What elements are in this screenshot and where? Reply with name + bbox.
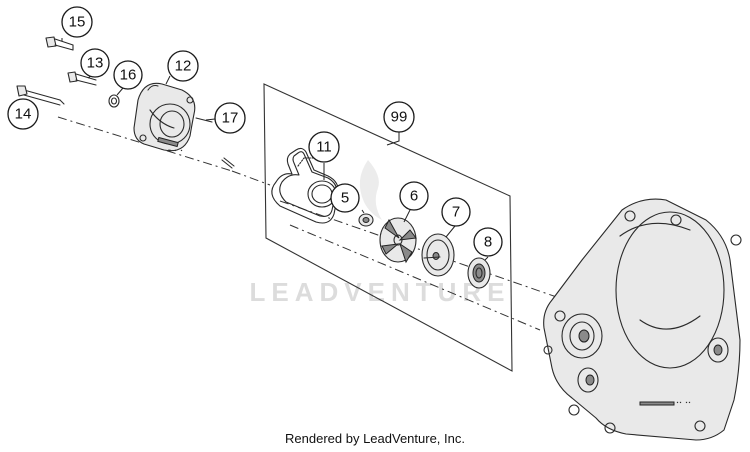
callout-15-label: 15: [69, 14, 86, 31]
dowel-pin-part-17: [195, 117, 235, 169]
bolt-part-15: [45, 36, 74, 51]
callout-13: 13: [80, 48, 110, 78]
callout-7-label: 7: [452, 204, 460, 221]
callout-14: 14: [7, 98, 39, 130]
callout-12: 12: [167, 50, 199, 82]
callout-6: 6: [399, 181, 429, 211]
callout-12-label: 12: [175, 58, 192, 75]
watermark: LEADVENTURE: [249, 160, 510, 307]
callout-8: 8: [473, 227, 503, 257]
callout-11-label: 11: [316, 139, 332, 156]
callout-17-label: 17: [222, 110, 239, 127]
nut-part-5: [358, 213, 374, 227]
callout-7: 7: [441, 197, 471, 227]
gasket-part-11: [271, 147, 339, 224]
long-bolt-part-14: [16, 85, 65, 106]
render-credit-footer: Rendered by LeadVenture, Inc.: [285, 431, 465, 446]
callout-16: 16: [113, 60, 143, 90]
watermark-text: LEADVENTURE: [249, 277, 510, 307]
callout-14-label: 14: [15, 106, 32, 123]
kit-group-outline: [263, 83, 513, 372]
cover-casting-mark: ≡ ▪ ▪: [168, 148, 183, 154]
shaft-seal-part-8: [467, 257, 491, 289]
leader-lines: [61, 38, 489, 261]
callout-5: 5: [330, 183, 360, 213]
engine-side-cover: ▪▪ ▪▪: [543, 198, 742, 441]
callout-5-label: 5: [341, 190, 349, 207]
callout-99: 99: [383, 101, 415, 133]
callout-17: 17: [214, 102, 246, 134]
cover-casting-code: ▪▪ ▪▪: [676, 400, 691, 406]
callout-8-label: 8: [484, 234, 492, 251]
bolt-part-13: [67, 71, 97, 86]
water-pump-cover-part-12: ≡ ▪ ▪: [133, 82, 196, 154]
callout-99-label: 99: [391, 109, 408, 126]
seal-plate-part-7: [421, 233, 455, 277]
callout-13-label: 13: [87, 55, 104, 72]
o-ring-part-16: [108, 94, 120, 108]
callout-15: 15: [61, 6, 93, 38]
callout-11: 11: [308, 131, 340, 163]
callout-16-label: 16: [120, 67, 137, 84]
impeller-part-6: [379, 217, 417, 264]
callout-6-label: 6: [410, 188, 418, 205]
